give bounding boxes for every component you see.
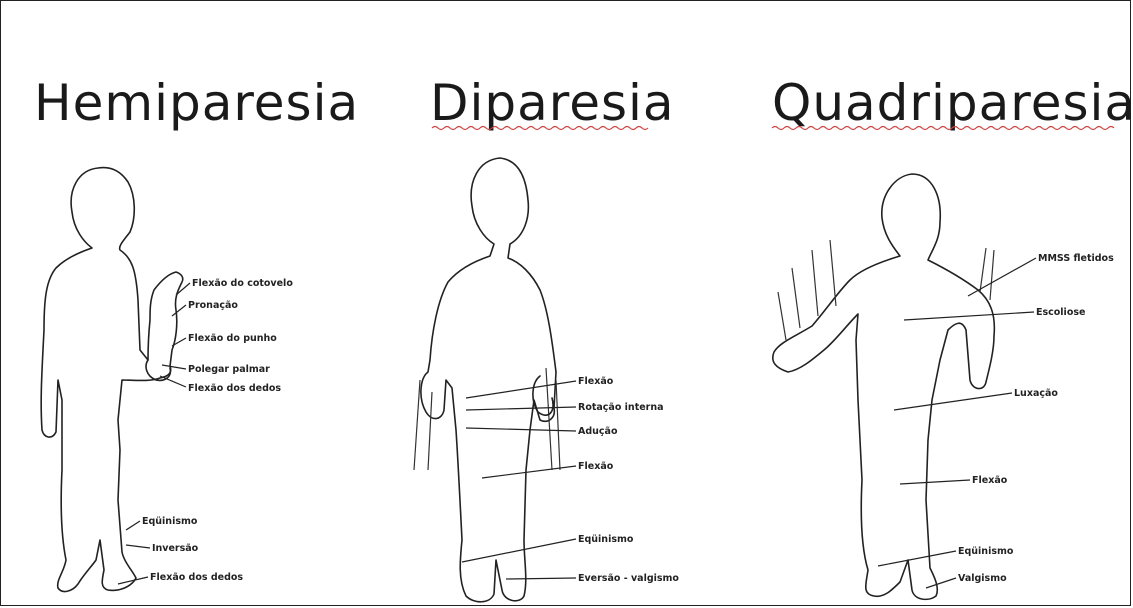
- labels-quadriparesia: MMSS fletidos Escoliose Luxação Flexão E…: [958, 253, 1114, 584]
- label-equinismo-quad: Eqüinismo: [958, 546, 1014, 557]
- label-rotacao-interna: Rotação interna: [578, 402, 664, 413]
- label-flexao-dedos-pe: Flexão dos dedos: [150, 572, 243, 583]
- spellcheck-underline-quadriparesia: [772, 127, 1114, 130]
- labels-diparesia: Flexão Rotação interna Adução Flexão Eqü…: [578, 376, 679, 584]
- label-flexao-cotovelo: Flexão do cotovelo: [192, 278, 293, 289]
- label-flexao-dedos-mao: Flexão dos dedos: [188, 383, 281, 394]
- label-eversao-valgismo: Eversão - valgismo: [578, 573, 679, 584]
- label-flexao-punho: Flexão do punho: [188, 333, 277, 344]
- labels-hemiparesia: Flexão do cotovelo Pronação Flexão do pu…: [142, 278, 293, 583]
- label-escoliose: Escoliose: [1036, 307, 1085, 318]
- leaders-hemiparesia: [118, 283, 190, 584]
- figure-quadriparesia: [773, 174, 995, 599]
- label-mmss-fletidos: MMSS fletidos: [1038, 253, 1114, 264]
- figure-hemiparesia: [41, 168, 183, 592]
- label-pronacao: Pronação: [188, 300, 238, 311]
- label-luxacao: Luxação: [1014, 388, 1058, 399]
- leaders-diparesia: [462, 381, 576, 579]
- figure-diparesia: [414, 158, 560, 602]
- label-valgismo: Valgismo: [958, 573, 1007, 584]
- label-equinismo: Eqüinismo: [142, 516, 198, 527]
- leaders-quadriparesia: [878, 258, 1036, 588]
- spellcheck-underline-diparesia: [432, 127, 648, 130]
- label-flexao-quadril: Flexão: [578, 376, 614, 387]
- label-aducao: Adução: [578, 426, 618, 437]
- label-flexao-joelho: Flexão: [578, 461, 614, 472]
- label-flexao-quad: Flexão: [972, 475, 1008, 486]
- label-polegar-palmar: Polegar palmar: [188, 364, 270, 375]
- label-inversao: Inversão: [152, 543, 199, 554]
- label-equinismo-dip: Eqüinismo: [578, 534, 634, 545]
